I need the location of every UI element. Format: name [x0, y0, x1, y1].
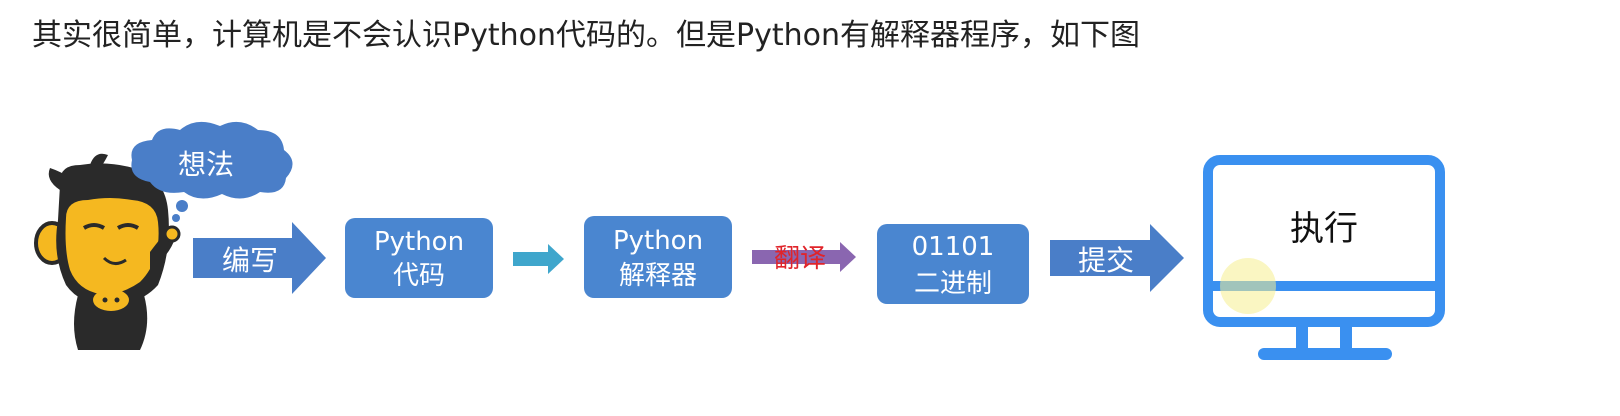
arrow-submit-label: 提交	[1078, 244, 1134, 277]
arrow-small	[513, 244, 564, 274]
mascot-icon	[34, 153, 181, 350]
box-interpreter-line2: 解释器	[619, 261, 697, 291]
arrow-write-label: 编写	[222, 244, 278, 277]
box-code-line2: 代码	[393, 261, 445, 291]
thought-bubble: 想法	[131, 121, 293, 222]
bubble-label: 想法	[178, 148, 234, 181]
monitor-label: 执行	[1290, 209, 1358, 249]
arrow-write: 编写	[193, 222, 326, 294]
box-binary-line2: 二进制	[914, 269, 992, 299]
heading-text: 其实很简单，计算机是不会认识Python代码的。但是Python有解释器程序，如…	[32, 18, 1140, 53]
arrow-translate: 翻译	[752, 242, 856, 274]
arrow-translate-label: 翻译	[774, 244, 826, 274]
box-python-interpreter: Python 解释器	[584, 216, 732, 298]
monitor-icon: 执行	[1203, 155, 1445, 360]
box-binary: 01101 二进制	[877, 224, 1029, 304]
box-python-code: Python 代码	[345, 218, 493, 298]
box-code-line1: Python	[374, 227, 464, 257]
box-interpreter-line1: Python	[613, 226, 703, 256]
arrow-submit: 提交	[1050, 224, 1184, 292]
box-binary-line1: 01101	[912, 232, 995, 262]
